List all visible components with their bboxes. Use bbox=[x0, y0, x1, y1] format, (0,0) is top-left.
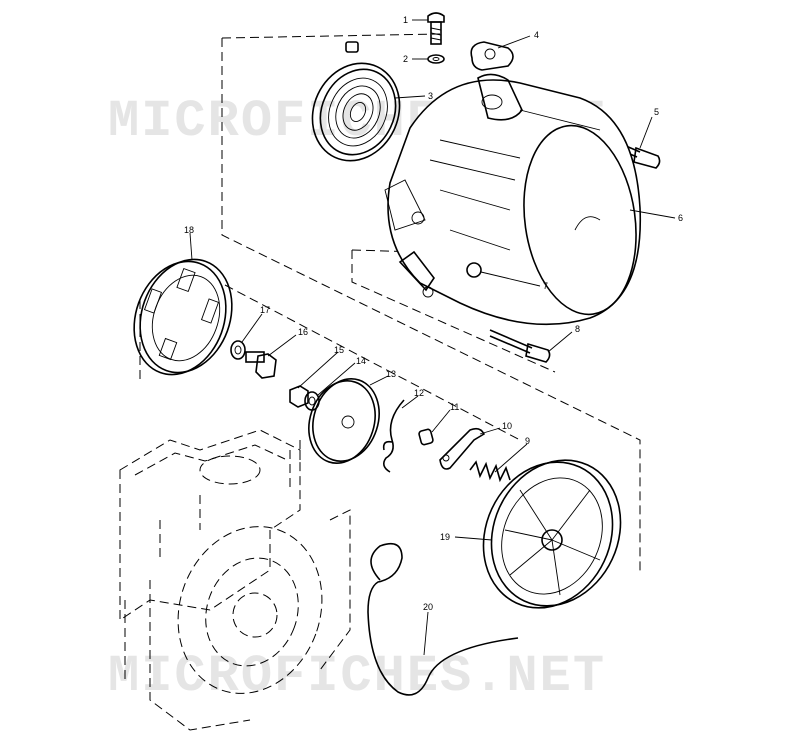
callout-8: 8 bbox=[575, 324, 580, 334]
part-16-bolt bbox=[245, 351, 277, 379]
part-6-starter-housing bbox=[384, 73, 642, 326]
part-1-bolt bbox=[427, 12, 445, 45]
leader-lines bbox=[189, 19, 676, 656]
callout-11: 11 bbox=[450, 402, 459, 412]
callout-13: 13 bbox=[386, 369, 396, 379]
part-10-ratchet-pawl bbox=[439, 427, 486, 470]
part-20-starter-rope bbox=[367, 542, 519, 696]
part-13-friction-plate bbox=[308, 378, 380, 464]
callout-12: 12 bbox=[414, 388, 424, 398]
callout-2: 2 bbox=[403, 54, 408, 64]
callout-18: 18 bbox=[184, 225, 194, 235]
callout-17: 17 bbox=[260, 305, 270, 315]
part-19-rope-reel bbox=[482, 459, 622, 609]
watermark-bottom: MICROFICHES.NET bbox=[108, 647, 606, 706]
callout-10: 10 bbox=[502, 421, 512, 431]
part-7-grommet bbox=[466, 262, 482, 278]
callout-14: 14 bbox=[356, 356, 366, 366]
part-12-spring-clip bbox=[382, 399, 405, 473]
callout-15: 15 bbox=[334, 345, 344, 355]
callout-9: 9 bbox=[525, 436, 530, 446]
callout-5: 5 bbox=[654, 107, 659, 117]
part-11-pin bbox=[418, 428, 434, 446]
part-8-bolt bbox=[489, 329, 551, 363]
part-17-washer bbox=[230, 340, 246, 360]
callout-1: 1 bbox=[403, 15, 408, 25]
part-2-washer bbox=[427, 54, 445, 64]
callout-16: 16 bbox=[298, 327, 308, 337]
callout-6: 6 bbox=[678, 213, 683, 223]
part-18-ratchet-cup bbox=[133, 258, 233, 376]
part-3-recoil-spring bbox=[311, 41, 401, 162]
crankcase-phantom bbox=[119, 429, 351, 731]
callout-4: 4 bbox=[534, 30, 539, 40]
callout-20: 20 bbox=[423, 602, 433, 612]
callout-7: 7 bbox=[543, 281, 548, 291]
callout-19: 19 bbox=[440, 532, 450, 542]
part-9-coil-spring bbox=[469, 460, 511, 483]
part-4-bracket bbox=[470, 41, 514, 71]
callout-3: 3 bbox=[428, 91, 433, 101]
callout-numbers: 1 2 3 4 5 6 7 8 9 10 11 12 13 14 15 16 1… bbox=[184, 15, 683, 612]
